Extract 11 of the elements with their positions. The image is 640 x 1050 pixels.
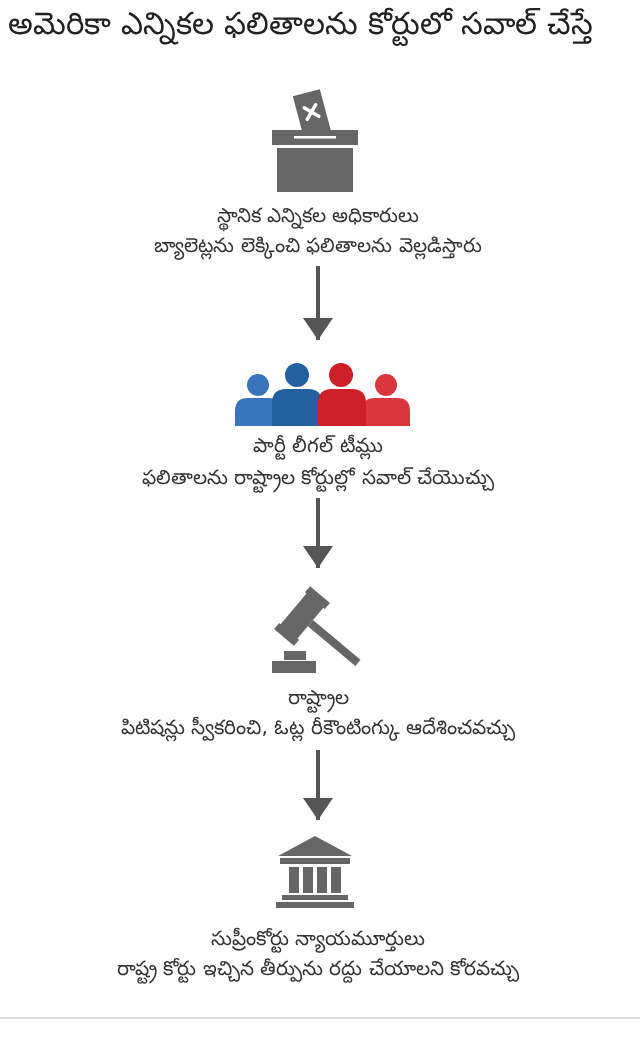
step-heading: రాష్ట్రాల bbox=[287, 682, 349, 712]
arrow bbox=[303, 498, 333, 568]
title: అమెరికా ఎన్నికల ఫలితాలను కోర్టులో సవాల్ చేస్తే bbox=[8, 2, 594, 44]
step-description: రాష్ట్ర కోర్టు ఇచ్చిన తీర్పును రద్దు చేయాలని కోరవచ్చు bbox=[116, 953, 520, 983]
step-heading: స్థానిక ఎన్నికల అధికారులు bbox=[216, 200, 420, 230]
arrow bbox=[303, 750, 333, 820]
arrow bbox=[303, 266, 333, 340]
step-description: పిటిషన్లు స్వీకరించి, ఓట్ల రీకౌంటింగ్కు ఆదేశించవచ్చు bbox=[121, 712, 515, 742]
step-description: ఫలితాలను రాష్ట్రాల కోర్టుల్లో సవాల్ చేయొచ్చు bbox=[141, 462, 495, 492]
step-heading: పార్టీ లీగల్ టీమ్లు bbox=[253, 430, 383, 460]
step-heading: సుప్రీంకోర్టు న్యాయమూర్తులు bbox=[210, 923, 426, 953]
